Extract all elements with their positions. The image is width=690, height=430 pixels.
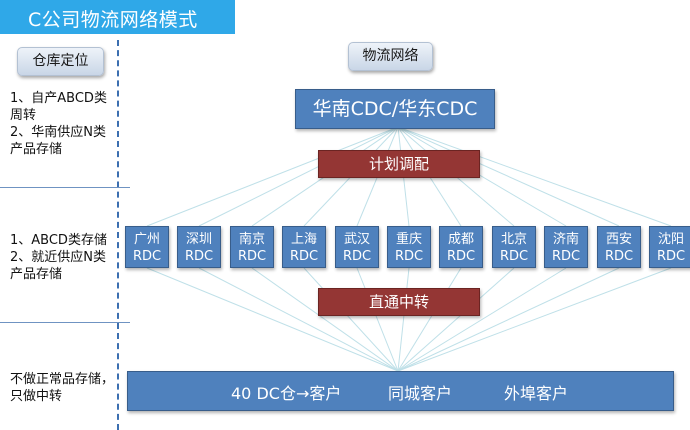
fan-line xyxy=(303,267,399,372)
rdc-label: RDC xyxy=(604,249,634,264)
rdc-city: 西安 xyxy=(605,232,632,247)
rdc-box: 西安 RDC xyxy=(597,226,641,268)
side-note-dc: 不做正常品存储， 只做中转 xyxy=(10,371,122,405)
note-line: 不做正常品存储， xyxy=(10,372,115,387)
cdc-box: 华南CDC/华东CDC xyxy=(295,89,495,129)
rdc-box: 北京 RDC xyxy=(492,226,536,268)
plan-allocation-bar: 计划调配 xyxy=(318,150,480,178)
rdc-label: RDC xyxy=(132,249,162,264)
rdc-label: RDC xyxy=(237,249,267,264)
side-note-cdc: 1、自产ABCD类 周转 2、华南供应N类 产品存储 xyxy=(10,90,118,158)
page-title: C公司物流网络模式 xyxy=(28,9,198,31)
rdc-city: 济南 xyxy=(552,232,579,247)
fan-line xyxy=(397,267,672,372)
rdc-label: RDC xyxy=(499,249,529,264)
fan-line xyxy=(397,126,567,227)
fan-line xyxy=(397,126,672,227)
fan-line xyxy=(397,267,620,372)
rdc-city: 武汉 xyxy=(343,232,370,247)
rdc-label: RDC xyxy=(289,249,319,264)
rdc-city: 上海 xyxy=(290,232,317,247)
title-banner: C公司物流网络模式 xyxy=(0,0,235,34)
rdc-label: RDC xyxy=(446,249,476,264)
rdc-box: 南京 RDC xyxy=(230,226,274,268)
rdc-city: 深圳 xyxy=(185,232,212,247)
fan-line xyxy=(397,267,567,372)
column-divider xyxy=(117,40,119,430)
row-divider-1 xyxy=(0,187,130,188)
fan-line xyxy=(397,126,620,227)
fan-line xyxy=(198,267,399,372)
rdc-city: 成都 xyxy=(447,232,474,247)
fan-line xyxy=(146,126,399,227)
warehouse-positioning-header: 仓库定位 xyxy=(17,47,104,76)
dc-to-customer-label: 40 DC仓→客户 xyxy=(231,384,342,403)
rdc-label: RDC xyxy=(342,249,372,264)
rdc-box: 重庆 RDC xyxy=(387,226,431,268)
dc-customer-box: 40 DC仓→客户 同城客户 外埠客户 xyxy=(127,371,674,411)
fan-line xyxy=(397,267,515,372)
rdc-box: 广州 RDC xyxy=(125,226,169,268)
note-line: 1、ABCD类存储 xyxy=(10,233,107,248)
note-line: 产品存储 xyxy=(10,267,63,282)
fan-line xyxy=(198,126,399,227)
rdc-box: 深圳 RDC xyxy=(177,226,221,268)
fan-line xyxy=(356,267,399,372)
rdc-box: 上海 RDC xyxy=(282,226,326,268)
rdc-city: 北京 xyxy=(500,232,527,247)
fan-line xyxy=(397,267,462,372)
rdc-label: RDC xyxy=(551,249,581,264)
note-line: 2、就近供应N类 xyxy=(10,250,106,265)
fan-line xyxy=(397,267,410,372)
rdc-city: 广州 xyxy=(133,232,160,247)
row-divider-2 xyxy=(0,322,130,323)
note-line: 周转 xyxy=(10,108,37,123)
rdc-label: RDC xyxy=(394,249,424,264)
rdc-box: 沈阳 RDC xyxy=(649,226,690,268)
rdc-city: 沈阳 xyxy=(657,232,684,247)
note-line: 只做中转 xyxy=(10,389,63,404)
rdc-label: RDC xyxy=(656,249,686,264)
note-line: 产品存储 xyxy=(10,142,63,157)
note-line: 2、华南供应N类 xyxy=(10,125,106,140)
side-note-rdc: 1、ABCD类存储 2、就近供应N类 产品存储 xyxy=(10,232,118,283)
rdc-city: 重庆 xyxy=(395,232,422,247)
local-customer-label: 同城客户 xyxy=(388,384,453,403)
logistics-network-header: 物流网络 xyxy=(348,42,433,71)
direct-transfer-bar: 直通中转 xyxy=(318,288,480,316)
rdc-city: 南京 xyxy=(238,232,265,247)
rdc-box: 成都 RDC xyxy=(439,226,483,268)
remote-customer-label: 外埠客户 xyxy=(504,384,569,403)
fan-line xyxy=(251,267,399,372)
rdc-box: 武汉 RDC xyxy=(335,226,379,268)
rdc-box: 济南 RDC xyxy=(544,226,588,268)
rdc-label: RDC xyxy=(184,249,214,264)
note-line: 1、自产ABCD类 xyxy=(10,91,107,106)
fan-line xyxy=(146,267,399,372)
